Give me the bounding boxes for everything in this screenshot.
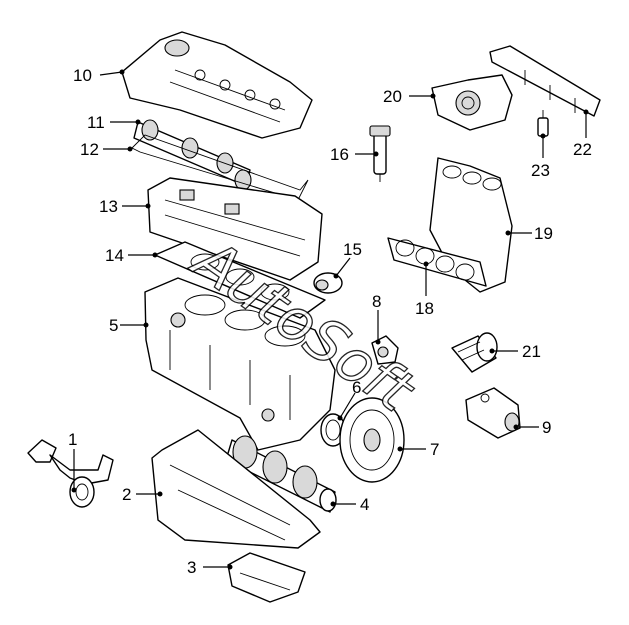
oil-pickup-tube	[27, 439, 114, 508]
ignition-coil	[369, 125, 391, 182]
engine-block	[144, 277, 336, 451]
fuel-rail	[489, 45, 601, 117]
svg-text:21: 21	[522, 342, 541, 361]
svg-text:13: 13	[99, 197, 118, 216]
valve-cover-gasket	[131, 134, 309, 201]
callout-1: 1	[68, 430, 77, 493]
svg-text:7: 7	[430, 440, 439, 459]
callout-23: 23	[531, 133, 550, 180]
callout-6: 6	[337, 378, 361, 421]
callout-11: 11	[87, 113, 141, 132]
callout-8: 8	[372, 292, 381, 345]
oil-pan	[151, 429, 321, 549]
callout-5: 5	[109, 316, 149, 335]
svg-text:14: 14	[105, 246, 124, 265]
svg-text:4: 4	[360, 495, 369, 514]
callout-20: 20	[383, 87, 436, 106]
callout-14: 14	[105, 246, 158, 265]
callout-12: 12	[80, 140, 133, 159]
svg-text:5: 5	[109, 316, 118, 335]
callout-22: 22	[573, 109, 592, 159]
callout-3: 3	[187, 558, 233, 577]
svg-text:11: 11	[87, 113, 105, 132]
callout-9: 9	[513, 418, 551, 437]
svg-text:15: 15	[343, 240, 362, 259]
callout-16: 16	[330, 145, 379, 164]
callout-13: 13	[99, 197, 151, 216]
fuel-injector	[537, 110, 549, 137]
callout-21: 21	[489, 342, 541, 361]
manifold-gasket	[387, 237, 487, 287]
camshaft	[133, 119, 252, 191]
oil-pan-baffle	[227, 552, 306, 603]
callout-18: 18	[415, 261, 434, 318]
valve-cover	[121, 31, 313, 139]
svg-text:23: 23	[531, 161, 550, 180]
svg-text:16: 16	[330, 145, 349, 164]
svg-text:9: 9	[542, 418, 551, 437]
svg-text:8: 8	[372, 292, 381, 311]
head-gasket	[154, 241, 326, 319]
starter-motor	[465, 387, 521, 439]
svg-text:18: 18	[415, 299, 434, 318]
svg-text:20: 20	[383, 87, 402, 106]
svg-text:6: 6	[352, 378, 361, 397]
flywheel	[339, 397, 405, 483]
cylinder-head	[147, 177, 323, 281]
svg-text:12: 12	[80, 140, 99, 159]
callout-4: 4	[330, 495, 369, 514]
callout-10: 10	[73, 66, 125, 85]
svg-text:1: 1	[68, 430, 77, 449]
throttle-body	[431, 74, 513, 131]
svg-text:10: 10	[73, 66, 92, 85]
svg-text:22: 22	[573, 140, 592, 159]
callout-2: 2	[122, 485, 163, 504]
callout-15: 15	[333, 240, 362, 279]
callout-19: 19	[505, 224, 553, 243]
svg-text:2: 2	[122, 485, 131, 504]
oil-filter	[451, 332, 498, 373]
callout-7: 7	[397, 440, 439, 459]
svg-text:3: 3	[187, 558, 196, 577]
svg-text:19: 19	[534, 224, 553, 243]
